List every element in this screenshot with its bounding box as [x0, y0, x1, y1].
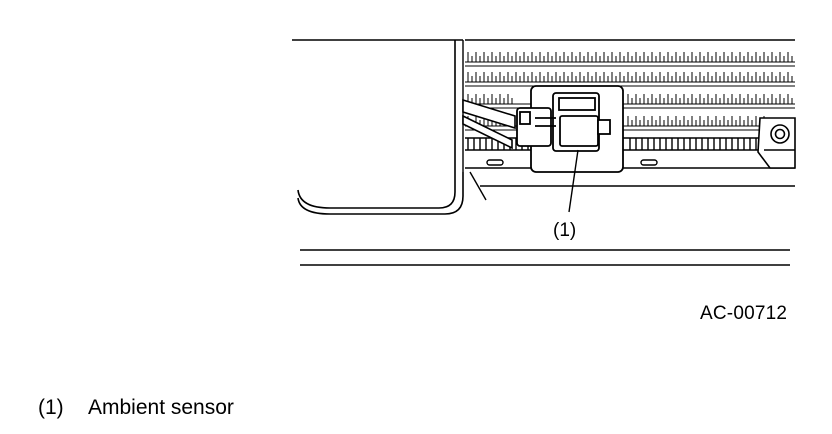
- figure-code: AC-00712: [700, 303, 788, 324]
- legend-number: (1): [38, 396, 64, 419]
- ambient-sensor: [516, 85, 624, 173]
- legend-text: Ambient sensor: [88, 396, 234, 419]
- bolt-icon: [757, 117, 796, 169]
- legend-item: (1) Ambient sensor: [38, 396, 234, 420]
- reference-lines: [300, 249, 790, 266]
- left-panel: [292, 39, 464, 215]
- callout-marker-1: (1): [553, 220, 576, 241]
- wire-harness: [462, 98, 516, 150]
- callout-leader-line: [568, 149, 579, 213]
